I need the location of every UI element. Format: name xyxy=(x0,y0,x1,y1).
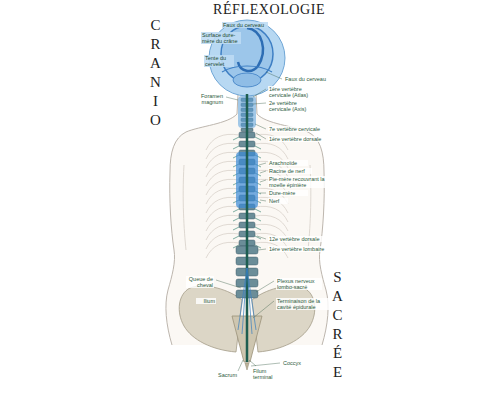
nerve-line xyxy=(247,268,252,334)
leader-line xyxy=(253,103,266,104)
part-label: 1ère vertèbre dorsale xyxy=(268,136,332,142)
leader-line xyxy=(249,360,256,366)
leader-line xyxy=(253,89,266,97)
leader-line xyxy=(255,124,266,129)
part-label: 1ère vertèbre lombaire xyxy=(268,246,336,252)
rib-line xyxy=(206,179,239,195)
leader-line xyxy=(260,171,266,173)
rib-line xyxy=(255,143,288,159)
leader-line xyxy=(266,72,282,79)
leader-line xyxy=(260,180,266,182)
leader-line xyxy=(260,193,266,194)
coccyx-bone xyxy=(245,363,249,370)
rib-line xyxy=(206,224,239,240)
part-label: 1ère vertèbre cervicale (Atlas) xyxy=(268,86,316,98)
cauda-equina xyxy=(238,268,256,334)
rib-line xyxy=(206,170,239,186)
part-label: Faux du cerveau xyxy=(222,22,268,28)
nerve-line xyxy=(247,268,256,330)
leader-line xyxy=(256,281,274,292)
rib-line xyxy=(255,206,288,222)
rib-line xyxy=(206,161,239,177)
leader-line xyxy=(216,280,241,288)
vertical-word: SACRÉE xyxy=(330,268,345,382)
leader-line xyxy=(259,163,266,165)
vertical-word: CRANIO xyxy=(148,16,163,130)
rib-line xyxy=(206,215,239,231)
part-label: Pie-mère recouvrant la moelle épinière xyxy=(268,176,328,188)
part-label: Surface dure-mère du crâne xyxy=(201,32,241,44)
diagram-title: RÉFLEXOLOGIE xyxy=(213,2,325,19)
part-label: 12e vertèbre dorsale xyxy=(268,236,332,242)
arm-line xyxy=(183,165,186,250)
falx-shape xyxy=(238,28,263,71)
part-label: Nerf xyxy=(268,198,288,204)
rib-line xyxy=(255,197,288,213)
rib-line xyxy=(255,215,288,231)
leader-line xyxy=(258,249,266,250)
part-label: Faux du cerveau xyxy=(284,76,330,82)
leader-line xyxy=(260,200,266,201)
rib-line xyxy=(206,134,239,150)
part-label: 7e vertèbre cervicale xyxy=(268,126,332,132)
part-label: Queue de cheval xyxy=(186,276,214,288)
leader-line xyxy=(257,236,266,239)
rib-line xyxy=(206,206,239,222)
leader-line xyxy=(226,97,238,100)
leader-line xyxy=(238,360,243,371)
leader-lines xyxy=(216,72,282,371)
cerebellum-shape xyxy=(233,73,261,87)
rib-line xyxy=(206,197,239,213)
part-label: Ilium xyxy=(196,298,216,304)
nerve-line xyxy=(238,268,247,330)
rib-line xyxy=(206,143,239,159)
spinal-cord xyxy=(246,94,249,362)
part-label: Arachnoïde xyxy=(268,160,308,166)
part-label: Foramen magnum xyxy=(198,93,224,105)
part-label: Tente du cervelet xyxy=(204,55,234,67)
part-label: Plexus nerveux lombo-sacré xyxy=(276,278,322,290)
part-label: Dure-mère xyxy=(268,190,308,196)
leader-line xyxy=(256,133,266,139)
rib-line xyxy=(206,233,239,249)
rib-line xyxy=(206,188,239,204)
part-label: Racine de nerf xyxy=(268,168,312,174)
part-label: Filum terminal xyxy=(252,368,278,380)
part-label: Coccyx xyxy=(282,360,307,366)
rib-line xyxy=(206,152,239,168)
nerve-line xyxy=(242,268,247,334)
leader-line xyxy=(253,301,274,318)
part-label: Sacrum xyxy=(208,372,238,378)
part-label: 2e vertèbre cervicale (Axis) xyxy=(268,100,316,112)
rib-line xyxy=(206,242,239,258)
part-label: Terminaison de la cavité épidurale xyxy=(276,298,330,310)
